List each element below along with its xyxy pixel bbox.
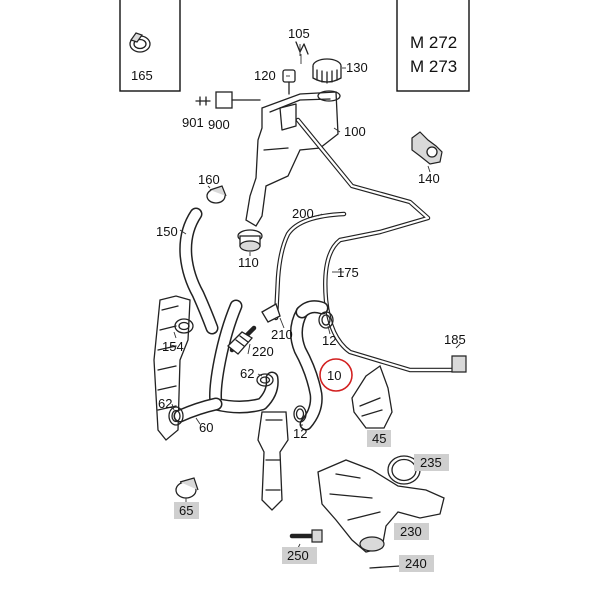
- part-label-12-lower[interactable]: 12: [293, 426, 307, 441]
- clamp-65: [175, 477, 199, 499]
- connector-210: [261, 303, 281, 323]
- seal-ring-154: [174, 318, 194, 334]
- part-label-175[interactable]: 175: [337, 265, 359, 280]
- label-box-250: [282, 547, 317, 564]
- wire-240: [369, 565, 401, 569]
- plug-900: [215, 91, 261, 109]
- label-box-240: [399, 555, 434, 572]
- part-label-150[interactable]: 150: [156, 224, 178, 239]
- thermostat-housing-230: [317, 459, 445, 553]
- hose-150: [179, 207, 219, 335]
- part-label-60[interactable]: 60: [199, 420, 213, 435]
- part-label-12-upper[interactable]: 12: [322, 333, 336, 348]
- vent-line-175: [295, 117, 459, 373]
- seal-ring-62-left: [168, 406, 184, 426]
- part-label-130[interactable]: 130: [346, 60, 368, 75]
- part-label-160[interactable]: 160: [198, 172, 220, 187]
- label-box-65: [174, 502, 199, 519]
- part-label-235[interactable]: 235: [420, 455, 442, 470]
- part-label-250[interactable]: 250: [287, 548, 309, 563]
- part-label-185[interactable]: 185: [444, 332, 466, 347]
- clip-185: [451, 355, 467, 373]
- seal-ring-12-upper: [318, 311, 334, 329]
- part-label-62-right[interactable]: 62: [240, 366, 254, 381]
- label-box-45: [367, 430, 391, 447]
- part-label-105[interactable]: 105: [288, 26, 310, 41]
- clip-140: [411, 131, 443, 165]
- part-label-900[interactable]: 900: [208, 117, 230, 132]
- part-label-140[interactable]: 140: [418, 171, 440, 186]
- connector-220: [227, 325, 257, 355]
- bracket-105: [295, 41, 309, 64]
- label-box-235: [414, 454, 449, 471]
- hose-60: [173, 299, 279, 423]
- part-label-154[interactable]: 154: [162, 339, 184, 354]
- bolt-250: [289, 529, 323, 543]
- part-label-65[interactable]: 65: [179, 503, 193, 518]
- label-box-230: [394, 523, 429, 540]
- part-label-62-left[interactable]: 62: [158, 396, 172, 411]
- connector-901: [195, 96, 211, 106]
- hose-10: [290, 300, 329, 431]
- hose-clamp-165: [129, 32, 151, 53]
- sensor-120: [282, 69, 296, 95]
- highlight-circle-10: [319, 358, 353, 392]
- part-label-10[interactable]: 10: [327, 368, 341, 383]
- engine-code-1: M 272: [410, 33, 457, 52]
- filler-cap-130: [312, 58, 342, 84]
- part-label-200[interactable]: 200: [292, 206, 314, 221]
- vent-line-200: [273, 211, 347, 321]
- part-label-45[interactable]: 45: [372, 431, 386, 446]
- part-label-100[interactable]: 100: [344, 124, 366, 139]
- part-label-210[interactable]: 210: [271, 327, 293, 342]
- support-bracket: [257, 411, 289, 511]
- part-label-165[interactable]: 165: [131, 68, 153, 83]
- engine-code-frame: [396, 0, 470, 92]
- clamp-160: [206, 185, 227, 204]
- plug-110: [237, 229, 263, 252]
- part-label-220[interactable]: 220: [252, 344, 274, 359]
- part-label-240[interactable]: 240: [405, 556, 427, 571]
- inset-frame-165: [119, 0, 181, 92]
- seal-ring-62-right: [256, 373, 274, 387]
- engine-code-2: M 273: [410, 57, 457, 76]
- cover-45: [351, 364, 393, 429]
- part-label-901[interactable]: 901: [182, 115, 204, 130]
- part-label-110[interactable]: 110: [238, 255, 259, 270]
- part-label-120[interactable]: 120: [254, 68, 276, 83]
- part-label-230[interactable]: 230: [400, 524, 422, 539]
- seal-ring-12-lower: [293, 405, 307, 423]
- expansion-tank-100: [245, 90, 341, 227]
